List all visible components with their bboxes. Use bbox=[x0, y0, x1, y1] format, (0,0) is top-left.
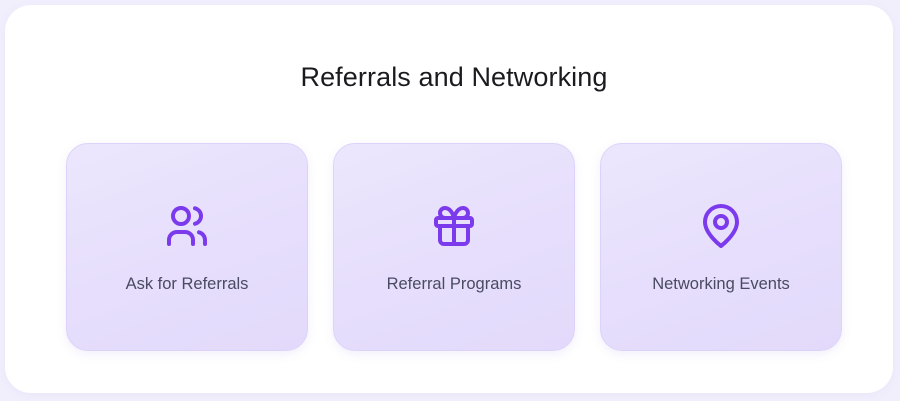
card-ask-for-referrals[interactable]: Ask for Referrals bbox=[66, 143, 308, 351]
referrals-panel: Referrals and Networking Ask for Referra… bbox=[5, 5, 893, 393]
gift-icon bbox=[430, 202, 478, 250]
section-title: Referrals and Networking bbox=[300, 62, 608, 92]
card-label: Ask for Referrals bbox=[125, 275, 249, 293]
card-networking-events[interactable]: Networking Events bbox=[600, 143, 842, 351]
users-icon bbox=[163, 202, 211, 250]
card-referral-programs[interactable]: Referral Programs bbox=[333, 143, 575, 351]
card-label: Networking Events bbox=[652, 275, 790, 293]
map-pin-icon bbox=[697, 202, 745, 250]
card-label: Referral Programs bbox=[386, 275, 522, 293]
